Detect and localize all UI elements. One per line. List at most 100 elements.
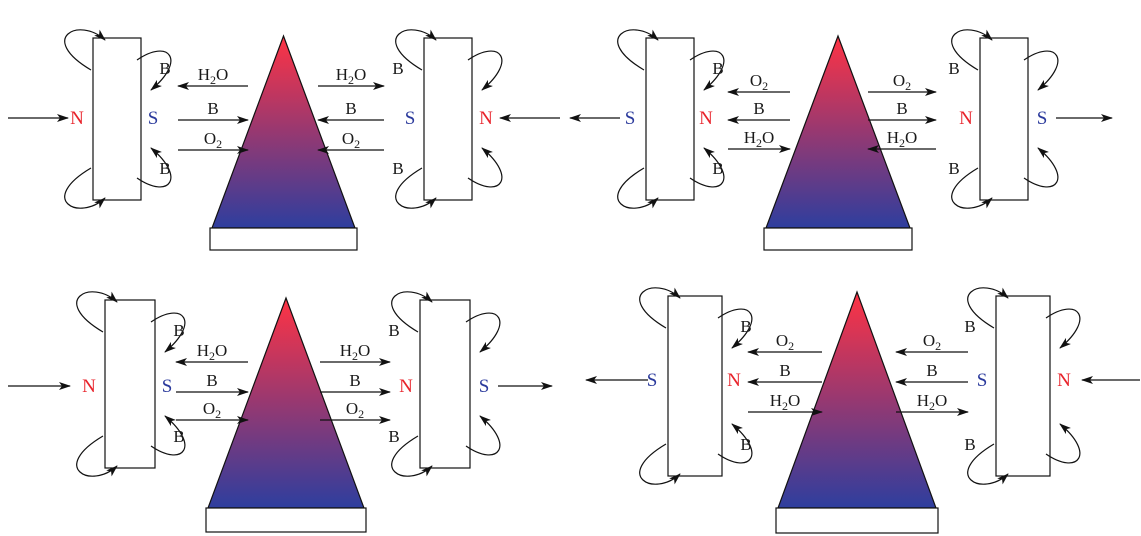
right-flow-label: O2	[893, 71, 911, 93]
field-curve-bottom-left	[951, 167, 993, 209]
field-curve-top-right	[467, 50, 503, 91]
field-label-b-0: B	[173, 321, 184, 340]
right-magnet-outer-pole: N	[479, 108, 493, 129]
cone	[777, 290, 937, 509]
field-curve-top-left	[76, 291, 118, 333]
right-magnet-outer-pole: S	[1037, 108, 1048, 129]
field-curve-top-right	[717, 308, 753, 349]
field-label-b-0: B	[159, 59, 170, 78]
left-magnet	[104, 299, 156, 469]
left-magnet-inner-pole: N	[699, 108, 713, 129]
left-magnet	[667, 295, 723, 477]
right-flow-label: O2	[342, 129, 360, 151]
left-flow-label: H2O	[198, 65, 229, 87]
field-curve-top-left	[617, 29, 659, 71]
field-curve-top-right	[465, 312, 501, 353]
cone-base	[763, 227, 913, 251]
cone	[207, 296, 365, 509]
field-curve-bottom-left	[639, 443, 681, 485]
cone-base	[775, 507, 939, 534]
field-curve-top-right	[689, 50, 725, 91]
right-flow-label: H2O	[340, 341, 371, 363]
right-magnet	[995, 295, 1051, 477]
left-flow-label: B	[206, 371, 217, 390]
right-magnet-inner-pole: S	[977, 370, 988, 391]
field-curve-bottom-right	[717, 423, 753, 464]
left-flow-label: H2O	[770, 391, 801, 413]
right-flow-label: O2	[346, 399, 364, 421]
field-curve-top-right	[150, 312, 186, 353]
field-label-b-2: B	[964, 317, 975, 336]
field-curve-bottom-left	[64, 167, 106, 209]
field-curve-bottom-right	[689, 147, 725, 188]
left-flow-label: B	[207, 99, 218, 118]
field-label-b-1: B	[740, 435, 751, 454]
right-flow-label: H2O	[336, 65, 367, 87]
left-flow-label: O2	[750, 71, 768, 93]
right-flow-label: B	[349, 371, 360, 390]
right-magnet-outer-pole: S	[479, 376, 490, 397]
field-curve-top-right	[1023, 50, 1059, 91]
right-flow-label: H2O	[887, 128, 918, 150]
field-curve-bottom-right	[1023, 147, 1059, 188]
field-label-b-3: B	[388, 427, 399, 446]
left-flow-label: O2	[776, 331, 794, 353]
field-curve-bottom-right	[136, 147, 172, 188]
field-curve-top-left	[64, 29, 106, 71]
field-curve-bottom-left	[617, 167, 659, 209]
left-magnet-outer-pole: S	[647, 370, 658, 391]
right-flow-label: O2	[923, 331, 941, 353]
field-curve-top-left	[391, 291, 433, 333]
field-label-b-2: B	[388, 321, 399, 340]
left-magnet-outer-pole: N	[70, 108, 84, 129]
field-label-b-3: B	[948, 159, 959, 178]
left-flow-label: O2	[204, 129, 222, 151]
right-flow-label: B	[926, 361, 937, 380]
left-flow-label: H2O	[744, 128, 775, 150]
field-label-b-3: B	[964, 435, 975, 454]
field-curve-top-left	[951, 29, 993, 71]
left-magnet	[645, 37, 695, 201]
field-curve-bottom-right	[1045, 423, 1081, 464]
field-label-b-2: B	[392, 59, 403, 78]
cone	[211, 34, 356, 229]
right-magnet-inner-pole: N	[399, 376, 413, 397]
left-magnet-inner-pole: N	[727, 370, 741, 391]
right-magnet-inner-pole: S	[405, 108, 416, 129]
cone-base	[209, 227, 358, 251]
right-flow-label: B	[345, 99, 356, 118]
field-curve-bottom-left	[76, 435, 118, 477]
field-label-b-1: B	[173, 427, 184, 446]
field-label-b-0: B	[740, 317, 751, 336]
left-magnet-inner-pole: S	[148, 108, 159, 129]
field-curve-bottom-right	[150, 415, 186, 456]
right-magnet	[979, 37, 1029, 201]
field-curve-top-left	[395, 29, 437, 71]
field-label-b-3: B	[392, 159, 403, 178]
field-label-b-2: B	[948, 59, 959, 78]
field-curve-top-left	[639, 287, 681, 329]
field-label-b-0: B	[712, 59, 723, 78]
left-magnet-outer-pole: N	[82, 376, 96, 397]
left-flow-label: O2	[203, 399, 221, 421]
field-curve-bottom-right	[467, 147, 503, 188]
field-curve-bottom-left	[395, 167, 437, 209]
right-flow-label: H2O	[917, 391, 948, 413]
left-magnet-inner-pole: S	[162, 376, 173, 397]
field-curve-top-right	[1045, 308, 1081, 349]
field-curve-top-right	[136, 50, 172, 91]
field-label-b-1: B	[159, 159, 170, 178]
left-magnet	[92, 37, 142, 201]
right-magnet	[423, 37, 473, 201]
right-magnet-outer-pole: N	[1057, 370, 1071, 391]
field-curve-bottom-left	[967, 443, 1009, 485]
left-flow-label: B	[753, 99, 764, 118]
right-flow-label: B	[896, 99, 907, 118]
field-curve-bottom-right	[465, 415, 501, 456]
panel-top-left: B B B B N S S N H2O B O2 H2O B O2	[8, 29, 560, 251]
right-magnet-inner-pole: N	[959, 108, 973, 129]
